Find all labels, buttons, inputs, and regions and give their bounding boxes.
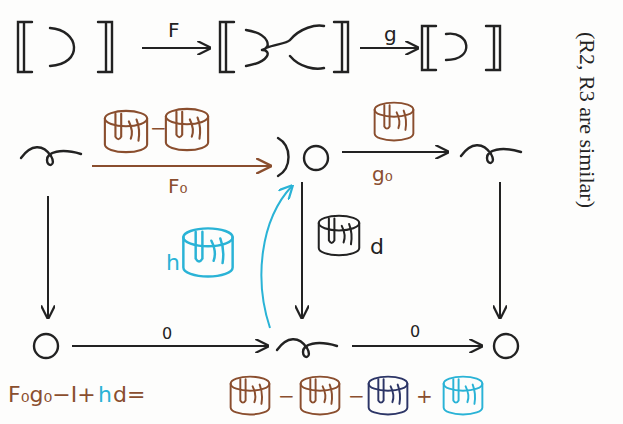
homotopy-arrow [261,186,292,328]
smoothing [278,138,328,176]
map-arrow [342,151,448,153]
map-arrow [92,165,270,167]
curl-diagram [21,147,81,165]
cobordism [183,228,232,276]
arrow-label: 0 [410,324,420,340]
map-arrow [360,47,418,49]
map-arrow [301,182,303,318]
map-arrow [499,182,501,318]
arrow-label: g [384,24,397,44]
operator-sign: − [278,386,295,406]
cobordism [319,216,359,256]
equation-term: h [98,384,112,406]
cobordism [444,377,483,415]
map-arrow [72,345,268,347]
arrow-label: F [168,20,180,40]
cobordism [231,377,270,415]
curl-diagram [277,339,337,357]
map-arrow [47,196,49,318]
arrow-label: d [370,236,384,258]
equation-term: F₀g₀−I+ [8,384,96,406]
bracket-tangle [18,22,500,72]
map-arrow [142,47,210,49]
cobordism [166,109,208,150]
arrow-label: h [166,252,180,274]
arrow-label: F₀ [168,176,188,196]
operator-sign: + [416,386,433,406]
equation-term: d= [113,384,145,406]
cobordism [105,111,147,152]
circle-diagram [494,334,518,358]
cobordism [301,377,340,415]
map-arrow [352,345,482,347]
cobordism [369,377,408,415]
curl-diagram [461,145,521,163]
cobordism [375,103,414,141]
circle-diagram [34,334,58,358]
operator-sign: − [150,118,167,138]
operator-sign: − [348,386,365,406]
note: (R2, R3 are similar) [576,32,598,208]
arrow-label: 0 [162,326,172,342]
arrow-label: g₀ [372,164,393,184]
